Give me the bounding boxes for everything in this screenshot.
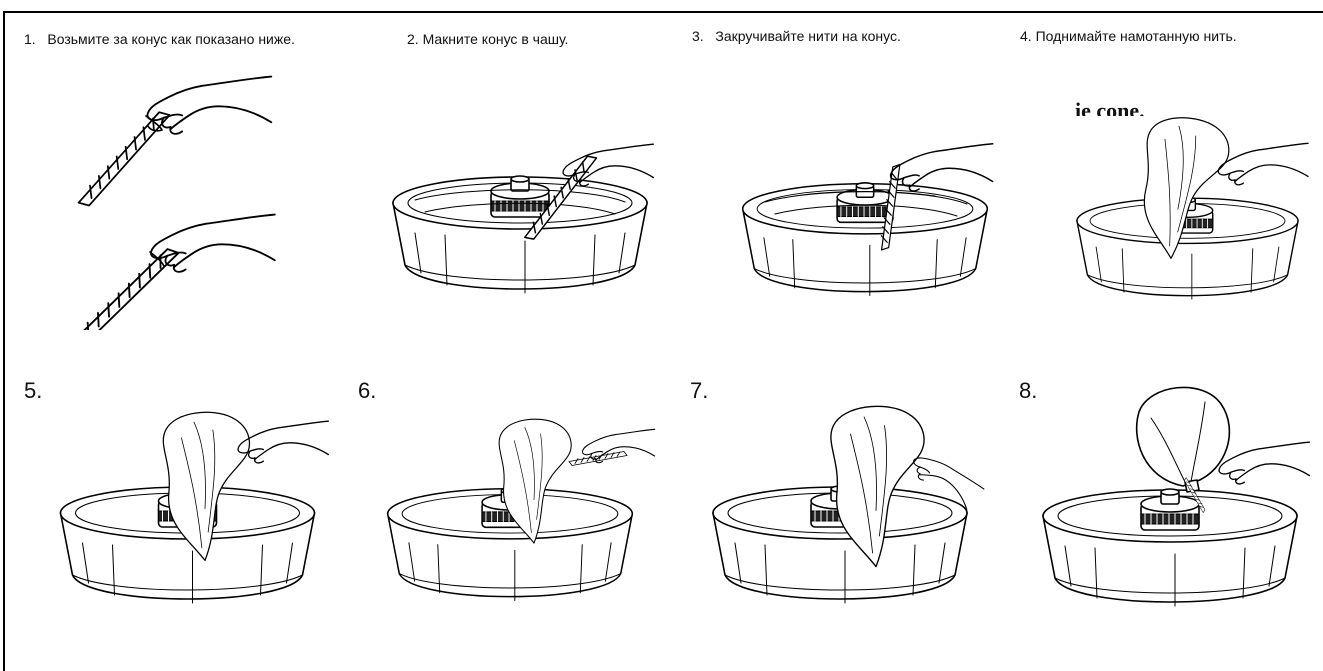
step-3-illustration: [735, 130, 1005, 310]
step-5-number: 5.: [24, 379, 42, 403]
step-4-illustration: [1070, 110, 1310, 320]
step-4-caption: 4. Поднимайте намотанную нить.: [1020, 28, 1237, 44]
step-1-caption: 1. Возьмите за конус как показано ниже.: [24, 31, 295, 47]
step-5-illustration: [50, 400, 330, 615]
step-7-illustration: [705, 400, 985, 615]
step-6-illustration: [380, 410, 660, 615]
step-6-number: 6.: [358, 379, 376, 403]
step-8-illustration: [1035, 378, 1315, 618]
step-1-illustration: [50, 70, 280, 330]
step-2-caption: 2. Макните конус в чашу.: [407, 31, 568, 47]
step-3-caption: 3. Закручивайте нити на конус.: [692, 28, 901, 44]
step-2-illustration: [385, 130, 655, 305]
